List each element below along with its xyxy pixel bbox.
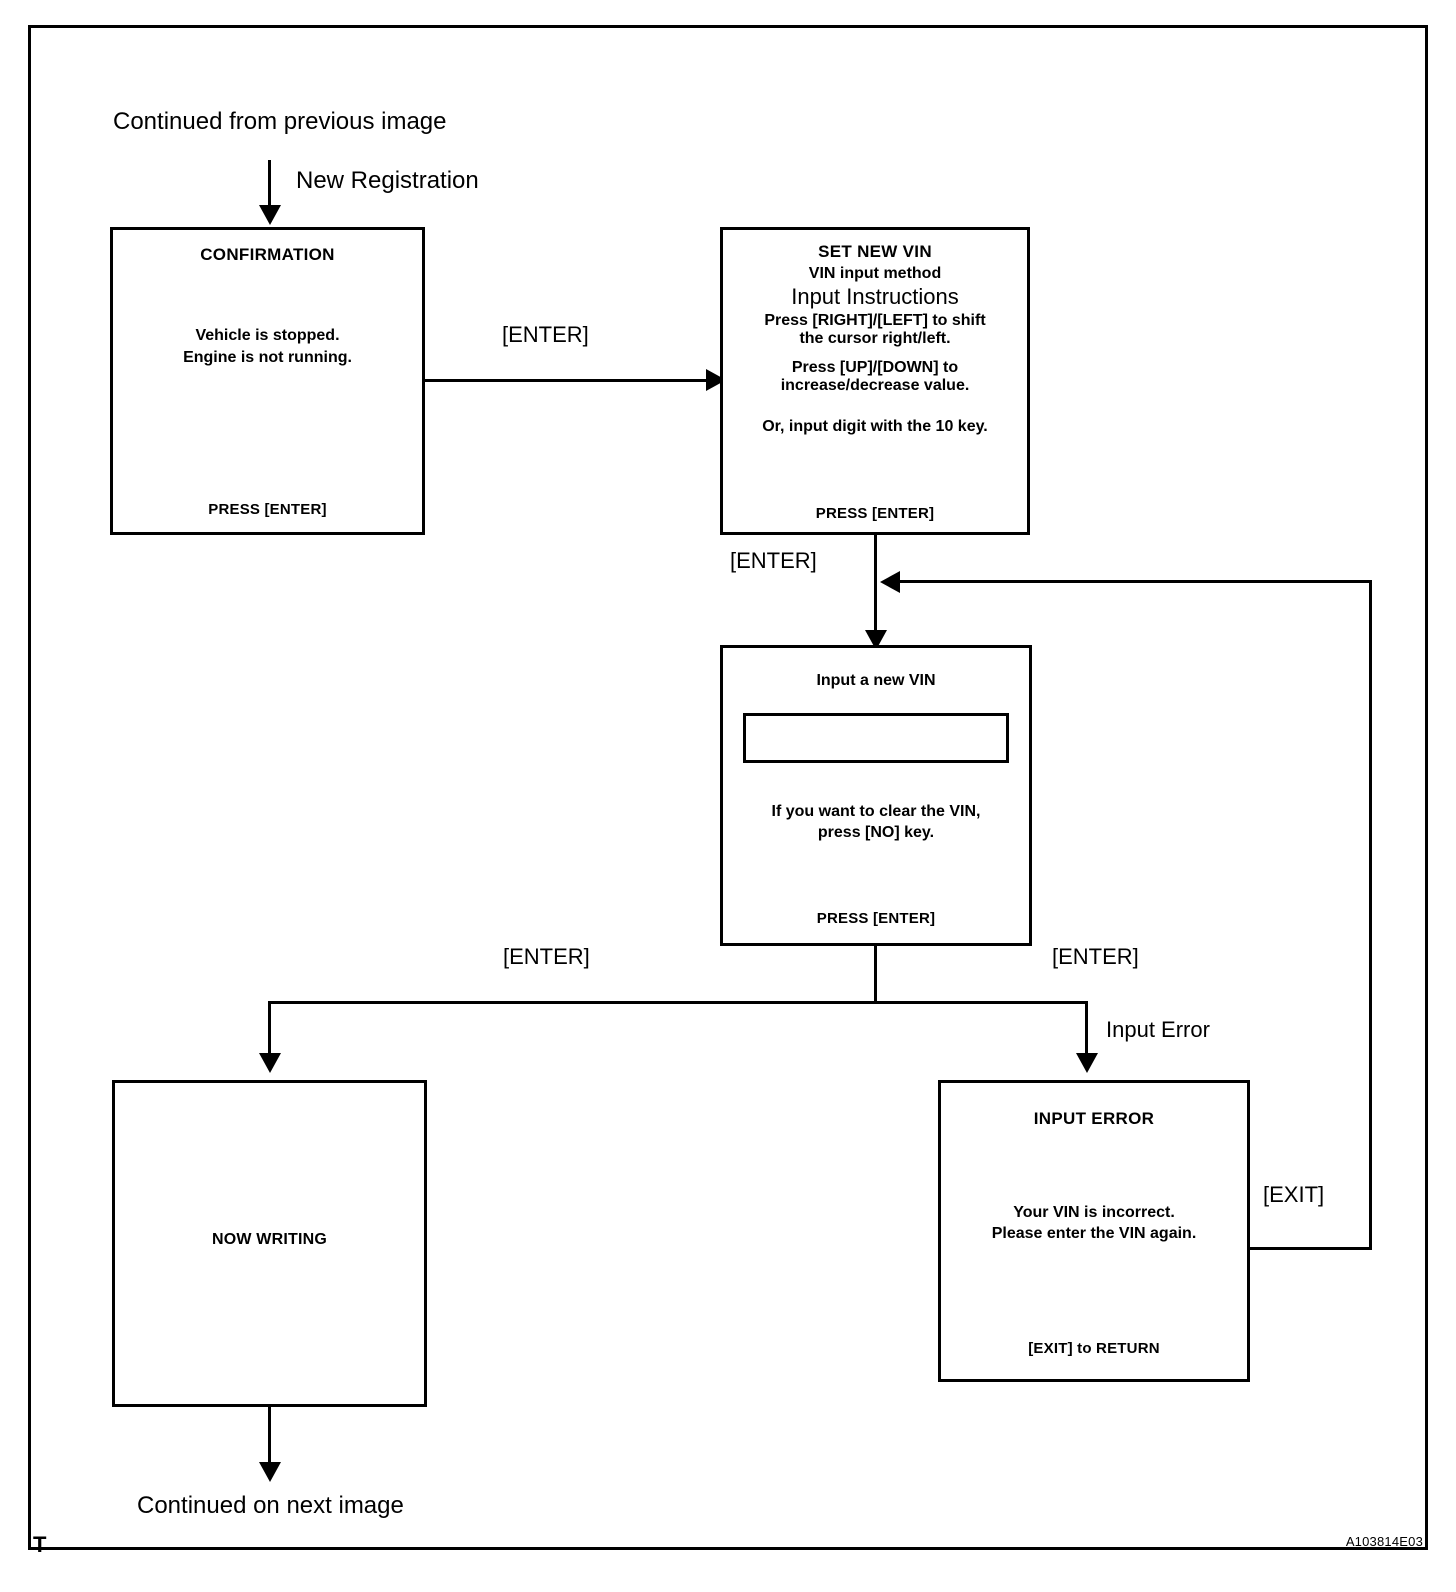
input-new-vin-line-1: If you want to clear the VIN, [771, 803, 981, 820]
continued-on-next-label: Continued on next image [137, 1492, 404, 1519]
now-writing-title: NOW WRITING [211, 1231, 328, 1248]
set-new-vin-heading: Input Instructions [791, 284, 959, 309]
input-new-vin-footer: PRESS [ENTER] [816, 910, 936, 927]
set-new-vin-title: SET NEW VIN [818, 242, 932, 261]
confirmation-line-2: Engine is not running. [183, 349, 352, 367]
vin-input-field[interactable] [743, 713, 1009, 763]
screen-now-writing[interactable]: NOW WRITING [112, 1080, 427, 1407]
input-error-title: INPUT ERROR [1033, 1109, 1155, 1128]
edge-inputvin-to-error-arrow [1076, 1053, 1098, 1073]
exit-arrow-head [259, 1462, 281, 1482]
input-new-vin-title: Input a new VIN [816, 672, 936, 689]
input-error-cause-label: Input Error [1106, 1017, 1210, 1042]
edge-inputvin-to-error-line [1085, 1001, 1088, 1059]
confirmation-line-1: Vehicle is stopped. [195, 327, 340, 344]
screen-set-new-vin[interactable]: SET NEW VIN VIN input method Input Instr… [720, 227, 1030, 535]
confirmation-title: CONFIRMATION [200, 245, 335, 264]
edge-inputvin-to-writing-label: [ENTER] [503, 944, 590, 969]
set-new-vin-subtitle: VIN input method [808, 265, 942, 282]
edge-error-return-arrow [880, 571, 900, 593]
exit-arrow-stem [268, 1407, 271, 1469]
input-error-line-2: Please enter the VIN again. [991, 1225, 1197, 1243]
set-new-vin-footer: PRESS [ENTER] [815, 505, 935, 522]
edge-error-return-segment-left [896, 580, 1371, 583]
edge-error-return-label: [EXIT] [1263, 1182, 1325, 1207]
branch-stem [874, 946, 877, 1004]
new-registration-label: New Registration [296, 167, 479, 194]
entry-arrow-stem [268, 160, 271, 210]
edge-inputvin-to-error-label: [ENTER] [1052, 944, 1139, 969]
branch-bar [268, 1001, 1088, 1004]
screen-input-error[interactable]: INPUT ERROR Your VIN is incorrect. Pleas… [938, 1080, 1250, 1382]
figure-id-code: A103814E03 [1345, 1534, 1423, 1549]
set-new-vin-line-5: Or, input digit with the 10 key. [762, 417, 988, 435]
edge-error-return-segment-vertical [1369, 580, 1372, 1250]
set-new-vin-line-1: Press [RIGHT]/[LEFT] to shift [764, 312, 986, 329]
edge-error-return-segment-right [1250, 1247, 1372, 1250]
edge-setvin-to-inputvin-line [874, 535, 877, 633]
page-border [28, 25, 1428, 1550]
screen-input-new-vin[interactable]: Input a new VIN If you want to clear the… [720, 645, 1032, 946]
set-new-vin-line-3: Press [UP]/[DOWN] to [791, 358, 959, 376]
continued-from-previous-label: Continued from previous image [113, 108, 447, 135]
screen-confirmation[interactable]: CONFIRMATION Vehicle is stopped. Engine … [110, 227, 425, 535]
set-new-vin-line-2: the cursor right/left. [799, 330, 951, 348]
edge-confirmation-to-setvin-line [425, 379, 710, 382]
entry-arrow-head [259, 205, 281, 225]
edge-inputvin-to-writing-arrow [259, 1053, 281, 1073]
input-error-line-1: Your VIN is incorrect. [1013, 1204, 1175, 1221]
corner-marker-label: T [33, 1532, 47, 1557]
input-new-vin-line-2: press [NO] key. [817, 824, 935, 842]
input-error-footer: [EXIT] to RETURN [1028, 1340, 1160, 1357]
edge-setvin-to-inputvin-label: [ENTER] [730, 548, 817, 573]
edge-confirmation-to-setvin-label: [ENTER] [502, 322, 589, 347]
edge-inputvin-to-writing-line [268, 1001, 271, 1059]
set-new-vin-line-4: increase/decrease value. [780, 377, 970, 395]
confirmation-footer: PRESS [ENTER] [208, 501, 327, 518]
